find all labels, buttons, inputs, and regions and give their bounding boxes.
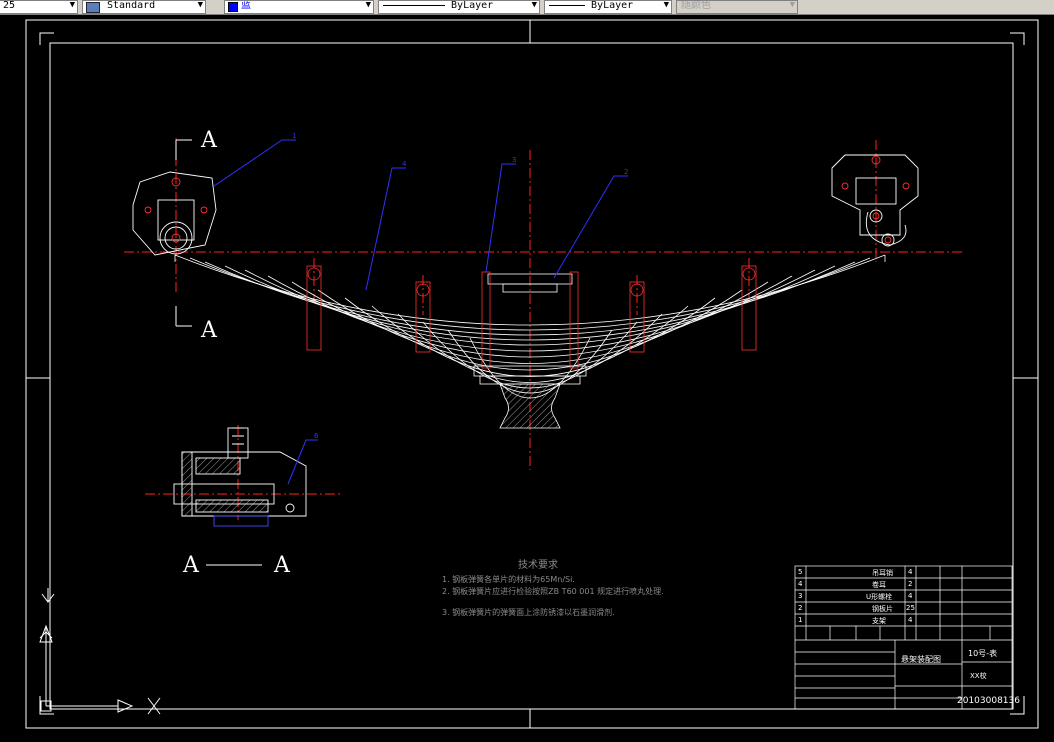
balloon-1: 1: [292, 132, 296, 140]
section-cut-line: [175, 139, 262, 566]
bom-row-3-name: U形螺栓: [866, 593, 893, 601]
dim-scale-combo[interactable]: 25 ▼: [0, 0, 78, 14]
drawing-number: 10号-表: [968, 649, 998, 658]
bom-row-2-qty: 25: [906, 604, 915, 612]
section-cut-label-bottom: A: [201, 318, 217, 343]
section-view-label-left: A: [183, 553, 199, 578]
color-combo[interactable]: 蓝 ▼: [224, 0, 374, 14]
tech-requirement-1: 1. 钢板弹簧各单片的材料为65Mn/Si.: [442, 575, 575, 584]
lineweight-value: ByLayer: [591, 0, 634, 11]
chevron-down-icon[interactable]: ▼: [197, 0, 203, 10]
linetype-combo[interactable]: ByLayer ▼: [378, 0, 540, 14]
right-shackle: [831, 154, 919, 247]
bom-row-1-no: 1: [798, 616, 803, 624]
color-value: 蓝: [241, 0, 251, 11]
lineweight-sample: [549, 4, 585, 6]
lineweight-row: ByLayer: [549, 0, 634, 11]
section-cut-label-top: A: [201, 128, 217, 153]
bom-row-2-no: 2: [798, 604, 803, 612]
linetype-value: ByLayer: [451, 0, 494, 11]
balloon-numbers: 1 4 3 2 6: [292, 132, 628, 440]
properties-toolbar: 25 ▼ Standard ▼ 蓝 ▼ ByLayer ▼ ByLayer ▼ …: [0, 0, 1054, 15]
linetype-row: ByLayer: [383, 0, 494, 11]
chevron-down-icon: ▼: [789, 0, 795, 10]
tech-requirement-2: 2. 钢板弹簧片应进行检验按照ZB T60 001 规定进行喷丸处理.: [442, 587, 664, 596]
balloon-4: 4: [402, 160, 407, 168]
balloon-6: 6: [314, 432, 319, 440]
leader-lines: [213, 139, 628, 485]
text-style-icon: [86, 2, 100, 13]
chevron-down-icon[interactable]: ▼: [69, 0, 75, 10]
lineweight-combo[interactable]: ByLayer ▼: [544, 0, 672, 14]
dim-scale-value: 25: [3, 0, 16, 11]
section-view-label-right: A: [274, 553, 290, 578]
text-style-value: Standard: [107, 0, 156, 11]
tech-requirements-title: 技术要求: [518, 560, 558, 571]
rebound-clips: [306, 265, 757, 353]
bom-row-4-qty: 2: [908, 580, 913, 588]
chevron-down-icon[interactable]: ▼: [531, 0, 537, 10]
drawing-name: 悬架装配图: [901, 655, 941, 664]
school-name: XX校: [970, 672, 987, 680]
bom-row-5-qty: 4: [908, 568, 913, 576]
ucs-icon: [39, 588, 161, 715]
bom-row-5-name: 吊耳销: [872, 569, 893, 577]
drawing-canvas[interactable]: 1 4 3 2 6 A A A A 技术要求 1. 钢板弹簧各单片的材料为65M…: [0, 15, 1054, 742]
bom-row-2-name: 钢板片: [872, 605, 893, 613]
section-view-aa: [173, 427, 307, 527]
plot-style-combo: 随颜色 ▼: [676, 0, 798, 14]
bom-row-4-name: 卷耳: [872, 581, 886, 589]
bom-row-3-no: 3: [798, 592, 803, 600]
bom-row-1-name: 支架: [872, 617, 886, 625]
plot-style-value: 随颜色: [681, 0, 711, 11]
student-number: 20103008136: [957, 696, 1020, 706]
balloon-2: 2: [624, 168, 628, 176]
text-style-combo[interactable]: Standard ▼: [82, 0, 206, 14]
center-clamp: [473, 271, 587, 429]
centerlines: [124, 138, 965, 520]
bom-row-3-qty: 4: [908, 592, 913, 600]
balloon-3: 3: [512, 156, 516, 164]
cad-drawing: 1 4 3 2 6: [25, 19, 1039, 729]
color-swatch: [228, 2, 238, 12]
chevron-down-icon[interactable]: ▼: [365, 0, 371, 10]
left-bracket: [132, 171, 217, 256]
bom-row-1-qty: 4: [908, 616, 913, 624]
linetype-sample: [383, 4, 445, 6]
title-block: [794, 565, 1013, 710]
tech-requirement-3: 3. 钢板弹簧片的弹簧面上涂防锈漆以石墨润滑剂.: [442, 608, 615, 617]
drawing-frame: [25, 19, 1039, 729]
bom-row-5-no: 5: [798, 568, 803, 576]
bom-row-4-no: 4: [798, 580, 803, 588]
chevron-down-icon[interactable]: ▼: [663, 0, 669, 10]
